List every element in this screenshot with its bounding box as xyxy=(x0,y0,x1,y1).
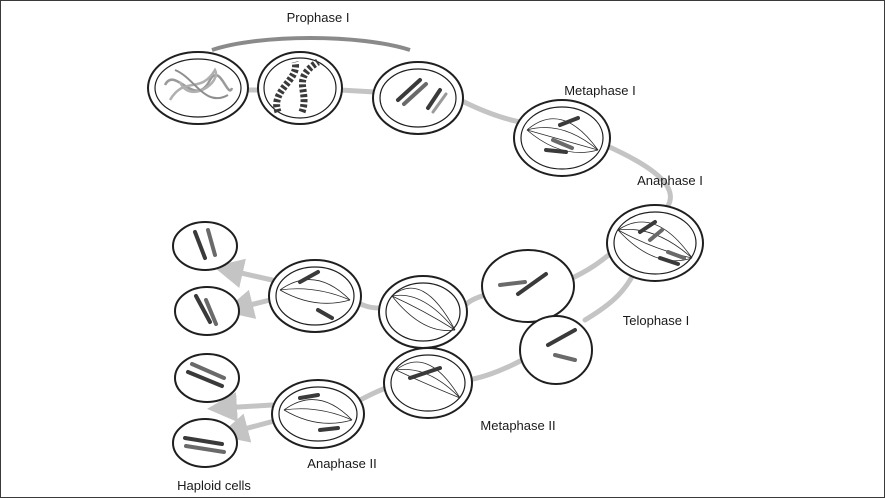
haploid-cell-1 xyxy=(173,222,237,270)
telophase-1-cell-a xyxy=(482,250,574,322)
anaphase-2-cell-bottom xyxy=(272,380,364,448)
prophase-cell-1 xyxy=(148,52,248,124)
haploid-cell-2 xyxy=(175,287,239,335)
metaphase-1-cell xyxy=(514,100,610,176)
label-telophase-1: Telophase I xyxy=(623,313,690,328)
prophase-bracket xyxy=(212,38,410,50)
haploid-cell-4 xyxy=(173,419,237,467)
anaphase-1-cell xyxy=(607,205,703,281)
label-anaphase-1: Anaphase I xyxy=(637,173,703,188)
haploid-cell-3 xyxy=(175,354,239,402)
label-haploid-cells: Haploid cells xyxy=(177,478,251,493)
metaphase-2-cell-top xyxy=(379,276,467,348)
label-prophase-1: Prophase I xyxy=(287,10,350,25)
label-anaphase-2: Anaphase II xyxy=(307,456,376,471)
telophase-1-cell-b xyxy=(520,316,592,384)
prophase-cell-3 xyxy=(373,62,463,134)
prophase-cell-2 xyxy=(258,52,342,124)
metaphase-2-cell-bottom xyxy=(384,348,472,418)
label-metaphase-2: Metaphase II xyxy=(480,418,555,433)
anaphase-2-cell-top xyxy=(269,260,361,332)
label-metaphase-1: Metaphase I xyxy=(564,83,636,98)
